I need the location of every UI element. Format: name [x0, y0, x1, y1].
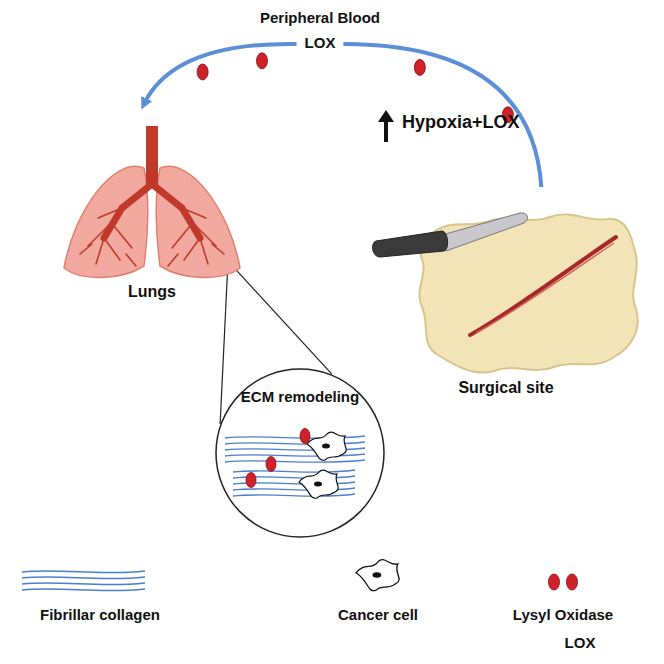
- node-label: Surgical site: [458, 379, 553, 397]
- lungs-organ: Lungs: [52, 126, 252, 311]
- lox-molecule: [256, 53, 267, 69]
- ecm-circle: ECM remodeling: [215, 368, 385, 538]
- hypoxia-label: Hypoxia+LOX: [402, 112, 520, 133]
- edge-label: LOX: [305, 34, 336, 51]
- node-label: Lungs: [128, 283, 176, 301]
- node-label: ECM remodeling: [241, 388, 359, 405]
- lox-sample: [549, 574, 578, 590]
- legend-text: Fibrillar collagen: [40, 606, 160, 623]
- increase-arrow: [378, 110, 394, 142]
- cell-sample: [356, 560, 399, 591]
- lox-legend-abbrev: LOX: [565, 634, 596, 651]
- connector: [144, 44, 541, 187]
- legend-text: Cancer cell: [338, 606, 418, 623]
- lungs-organ-outline: [52, 126, 252, 281]
- surgical-site-outline: [370, 195, 642, 377]
- surgical-site: Surgical site: [370, 195, 642, 405]
- collagen-sample: [22, 571, 145, 591]
- legend-text: Lysyl Oxidase: [513, 606, 613, 623]
- blood-label: Peripheral Blood: [260, 9, 380, 26]
- lox-molecule: [414, 59, 425, 75]
- lox-molecule: [197, 64, 208, 80]
